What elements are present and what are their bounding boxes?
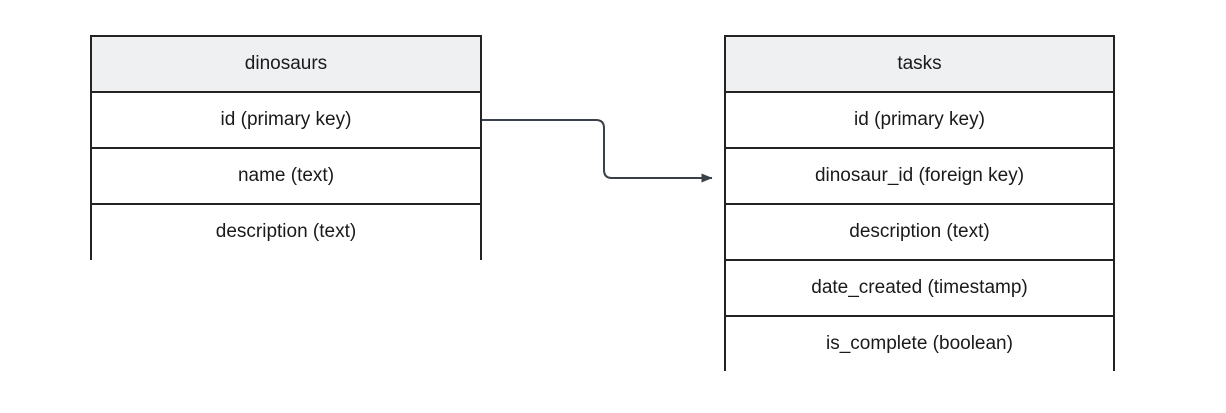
entity-field-list-tasks: id (primary key) dinosaur_id (foreign ke… [726, 93, 1113, 373]
entity-title-dinosaurs: dinosaurs [92, 37, 480, 93]
entity-field-tasks-description[interactable]: description (text) [726, 205, 1113, 261]
entity-field-tasks-date-created[interactable]: date_created (timestamp) [726, 261, 1113, 317]
entity-field-dinosaurs-name[interactable]: name (text) [92, 149, 480, 205]
entity-field-tasks-id[interactable]: id (primary key) [726, 93, 1113, 149]
relationship-line-dinosaurs-to-tasks[interactable] [482, 119, 713, 183]
entity-field-dinosaurs-description[interactable]: description (text) [92, 205, 480, 261]
entity-field-dinosaurs-id[interactable]: id (primary key) [92, 93, 480, 149]
entity-field-list-dinosaurs: id (primary key) name (text) description… [92, 93, 480, 261]
entity-field-tasks-is-complete[interactable]: is_complete (boolean) [726, 317, 1113, 373]
entity-field-tasks-dinosaur-id[interactable]: dinosaur_id (foreign key) [726, 149, 1113, 205]
entity-title-tasks: tasks [726, 37, 1113, 93]
entity-table-dinosaurs[interactable]: dinosaurs id (primary key) name (text) d… [90, 35, 482, 261]
entity-table-tasks[interactable]: tasks id (primary key) dinosaur_id (fore… [724, 35, 1115, 373]
